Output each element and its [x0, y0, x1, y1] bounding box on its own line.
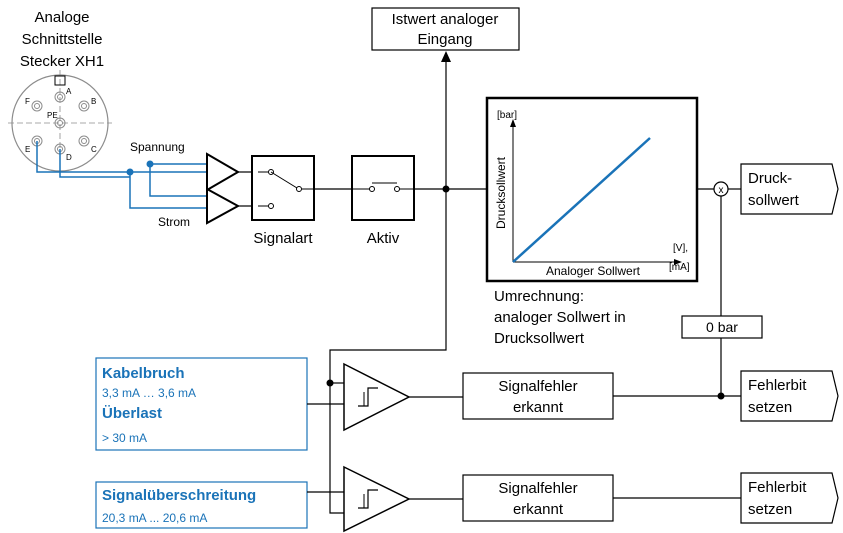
- pin-label-pe: PE: [47, 111, 58, 120]
- istwert-line1: Istwert analoger: [392, 11, 499, 28]
- signalueberschreitung-range: 20,3 mA ... 20,6 mA: [102, 511, 207, 525]
- druck-sollwert-line1: Druck-: [748, 170, 792, 187]
- chart-x-arrow-icon: [674, 259, 682, 265]
- signalfehler-block-1: [462, 372, 614, 420]
- signalfehler-2-line2: erkannt: [513, 501, 564, 518]
- junction-fehlerbit: [717, 392, 725, 400]
- comparator-wiring: [307, 382, 344, 493]
- contact-icon: [352, 182, 414, 192]
- aktiv-label: Aktiv: [367, 230, 400, 247]
- hysteresis-1-icon: [358, 387, 378, 407]
- pin-label-a: A: [66, 87, 72, 96]
- signalart-label: Signalart: [253, 230, 313, 247]
- connector-title-line2: Schnittstelle: [22, 31, 103, 48]
- istwert-line2: Eingang: [417, 31, 472, 48]
- amplifier-strom-icon: [206, 187, 241, 225]
- connector-title-line3: Stecker XH1: [20, 53, 104, 70]
- zero-bar-label: 0 bar: [706, 319, 738, 335]
- multiplier-symbol: x: [719, 185, 724, 196]
- kabelbruch-title: Kabelbruch: [102, 365, 185, 382]
- chart-x-label: Analoger Sollwert: [546, 264, 641, 278]
- signalfehler-1-line2: erkannt: [513, 399, 564, 416]
- comparator-2-icon: [343, 465, 411, 533]
- hysteresis-2-icon: [358, 489, 378, 509]
- pin-label-c: C: [91, 145, 97, 154]
- conversion-caption-line2: analoger Sollwert in: [494, 309, 626, 326]
- chart-x-unit-line2: [mA]: [669, 262, 690, 273]
- comparator-1-icon: [343, 362, 411, 432]
- pin-label-d: D: [66, 153, 72, 162]
- fehlerbit-1-line2: setzen: [748, 399, 792, 416]
- conversion-caption-line3: Drucksollwert: [494, 330, 585, 347]
- junction-strom: [126, 168, 134, 176]
- junction-main: [442, 185, 450, 193]
- spannung-label: Spannung: [130, 140, 185, 154]
- strom-label: Strom: [158, 215, 190, 229]
- conversion-caption-line1: Umrechnung:: [494, 288, 584, 305]
- chart-x-unit-line1: [V],: [673, 243, 688, 254]
- amplifier-spannung-icon: [206, 152, 240, 192]
- fehlerbit-1-line1: Fehlerbit: [748, 377, 807, 394]
- condition-box-signalueberschreitung: [95, 481, 308, 529]
- signalfehler-block-2: [462, 474, 614, 522]
- chart-y-label: Drucksollwert: [494, 156, 508, 229]
- istwert-box: [371, 7, 520, 51]
- zero-bar-box: [681, 315, 763, 339]
- signalfehler-1-line1: Signalfehler: [498, 378, 577, 395]
- chart-y-unit: [bar]: [497, 110, 517, 121]
- chart-linear-series: [512, 137, 651, 263]
- signal-wiring: [36, 141, 207, 209]
- output-fehlerbit-2: [740, 472, 839, 524]
- junction-spannung: [146, 160, 154, 168]
- ueberlast-title: Überlast: [102, 405, 162, 422]
- chart-y-arrow-icon: [510, 119, 516, 127]
- signalart-block: [251, 155, 315, 221]
- pin-label-e: E: [25, 145, 30, 154]
- kabelbruch-range: 3,3 mA … 3,6 mA: [102, 386, 196, 400]
- signalfehler-2-line1: Signalfehler: [498, 480, 577, 497]
- pin-label-b: B: [91, 97, 96, 106]
- output-druck-sollwert: [740, 163, 839, 215]
- arrow-up-icon: [441, 51, 451, 62]
- ueberlast-range: > 30 mA: [102, 431, 147, 445]
- junction-comparator: [326, 379, 334, 387]
- pin-label-f: F: [25, 97, 30, 106]
- output-fehlerbit-1: [740, 370, 839, 422]
- aktiv-block: [351, 155, 415, 221]
- fehlerbit-2-line2: setzen: [748, 501, 792, 518]
- fehlerbit-2-line1: Fehlerbit: [748, 479, 807, 496]
- druck-sollwert-line2: sollwert: [748, 192, 800, 209]
- switch-icon: [258, 169, 314, 209]
- signalueberschreitung-title: Signalüberschreitung: [102, 487, 256, 504]
- connector-title-line1: Analoge: [34, 9, 89, 26]
